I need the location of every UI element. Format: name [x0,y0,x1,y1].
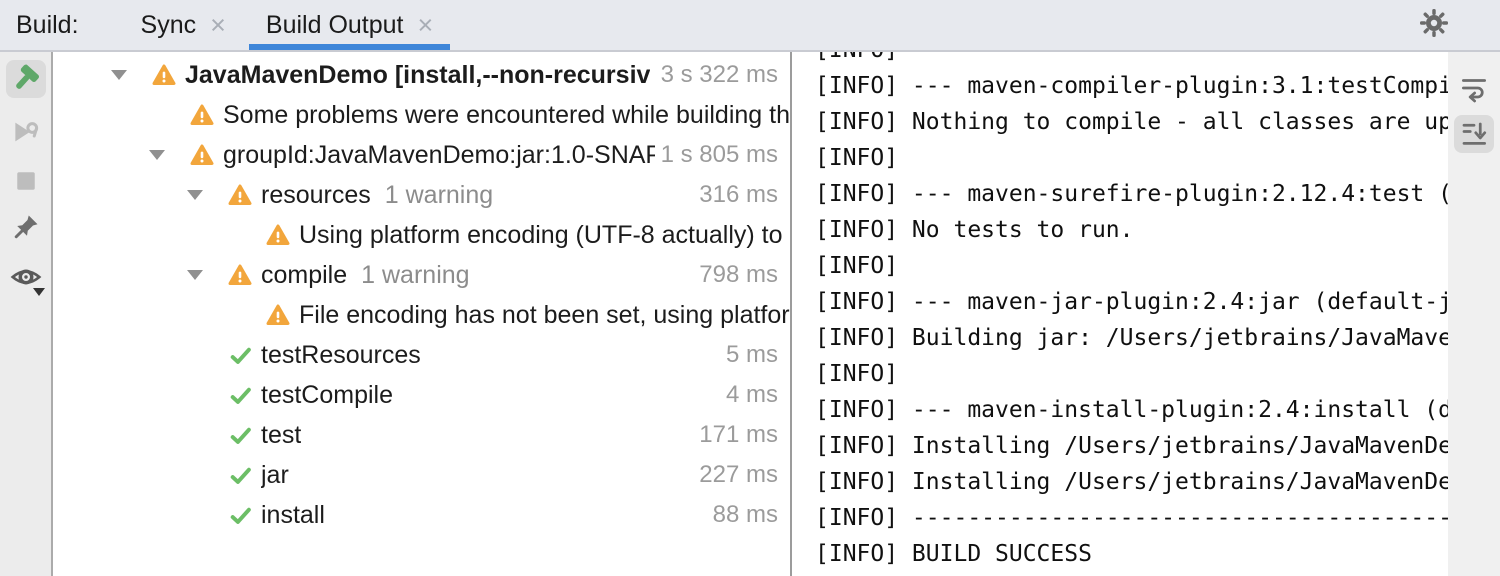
left-toolbar [0,52,53,576]
duration-label: 227 ms [693,461,790,489]
tab-build-output-label: Build Output [265,10,404,39]
tree-row[interactable]: jar 227 ms [53,455,790,495]
soft-wrap-icon[interactable] [1454,69,1494,107]
panel-divider[interactable] [790,52,792,576]
tree-row[interactable]: testResources 5 ms [53,335,790,375]
run-with-resume-icon[interactable] [6,113,46,151]
console-line: [INFO] BUILD SUCCESS [815,541,1092,567]
warning-count-badge: 1 warning [384,180,494,209]
chevron-down-icon[interactable] [187,270,203,280]
console-line: [INFO] Building jar: /Users/jetbrains/Ja… [815,325,1448,351]
chevron-down-icon[interactable] [149,150,165,160]
tree-row-label: resources [261,180,371,209]
scroll-to-end-icon[interactable] [1454,115,1494,153]
close-icon[interactable]: × [417,9,434,40]
tab-bar: Sync × Build Output × [121,0,454,50]
warning-icon [227,262,253,288]
close-icon[interactable]: × [210,9,226,40]
tree-row-label: Some problems were encountered while bui… [223,100,790,129]
console-line: [INFO] [815,361,899,387]
console-line: [INFO] Installing /Users/jetbrains/JavaM… [815,469,1448,495]
tree-row-label: JavaMavenDemo [install,--non-recursiv [185,60,651,89]
tree-row-label: jar [261,460,289,489]
duration-label: 3 s 322 ms [654,61,790,89]
success-icon [227,462,253,488]
tree-row-label: Using platform encoding (UTF-8 actually)… [299,220,783,249]
pin-tab-icon[interactable] [6,208,46,246]
tab-sync-label: Sync [140,10,197,39]
console-content: [INFO] [INFO] --- maven-compiler-plugin:3… [792,52,1448,572]
tree-row[interactable]: compile 1 warning 798 ms [53,255,790,295]
chevron-down-icon[interactable] [111,70,127,80]
tree-row-label: test [261,420,302,449]
tree-row-label: compile [261,260,348,289]
rerun-build-hammer-icon[interactable] [5,60,46,98]
tree-row[interactable]: File encoding has not been set, using pl… [53,295,790,335]
success-icon [227,422,253,448]
filter-warnings-eye-icon[interactable] [6,258,46,296]
duration-label: 316 ms [693,181,790,209]
console-line: [INFO] --- maven-surefire-plugin:2.12.4:… [815,181,1448,207]
console-line: [INFO] Nothing to compile - all classes … [815,109,1448,135]
duration-label: 171 ms [693,421,790,449]
success-icon [227,502,253,528]
tree-row[interactable]: install 88 ms [53,495,790,535]
tree-row[interactable]: Using platform encoding (UTF-8 actually)… [53,215,790,255]
tree-row-label: install [261,500,325,529]
header-actions [1418,0,1480,50]
success-icon [227,342,253,368]
tree-row-label: groupId:JavaMavenDemo:jar:1.0-SNAPS [223,140,655,169]
warning-count-badge: 1 warning [361,260,470,289]
console-line: [INFO] [815,52,1448,68]
console-line: [INFO] --- maven-install-plugin:2.4:inst… [815,397,1448,423]
console-line: [INFO] --- maven-jar-plugin:2.4:jar (def… [815,289,1448,315]
duration-label: 5 ms [719,341,790,369]
console-line: [INFO] [815,253,899,279]
tab-build-output[interactable]: Build Output × [246,0,453,50]
stop-icon[interactable] [6,162,46,200]
warning-icon [189,102,215,128]
tree-row[interactable]: Some problems were encountered while bui… [53,95,790,135]
duration-label: 4 ms [719,381,790,409]
build-console: [INFO] [INFO] --- maven-compiler-plugin:3… [792,52,1448,576]
settings-gear-icon[interactable] [1418,7,1450,44]
tree-row[interactable]: resources 1 warning 316 ms [53,175,790,215]
warning-icon [265,222,291,248]
tree-row[interactable]: test 171 ms [53,415,790,455]
tree-row-label: testCompile [261,380,393,409]
console-toolbar [1448,52,1500,576]
tree-row-label: testResources [261,340,421,369]
warning-icon [227,182,253,208]
duration-label: 88 ms [706,501,790,529]
warning-icon [151,62,177,88]
tab-sync[interactable]: Sync × [121,0,246,50]
duration-label: 798 ms [693,261,790,289]
chevron-down-icon[interactable] [187,190,203,200]
build-label: Build: [16,10,79,39]
console-line: [INFO] Installing /Users/jetbrains/JavaM… [815,433,1448,459]
console-line: [INFO] --- maven-compiler-plugin:3.1:tes… [815,73,1448,99]
warning-icon [189,142,215,168]
chevron-down-icon [32,288,45,296]
duration-label: 1 s 805 ms [654,141,790,169]
tree-row[interactable]: testCompile 4 ms [53,375,790,415]
console-line: [INFO] [815,145,899,171]
warning-icon [265,302,291,328]
build-header: Build: Sync × Build Output × [0,0,1500,52]
console-line: [INFO] No tests to run. [815,217,1134,243]
success-icon [227,382,253,408]
console-line: [INFO] ---------------------------------… [815,505,1448,531]
tree-row-label: File encoding has not been set, using pl… [299,300,790,329]
